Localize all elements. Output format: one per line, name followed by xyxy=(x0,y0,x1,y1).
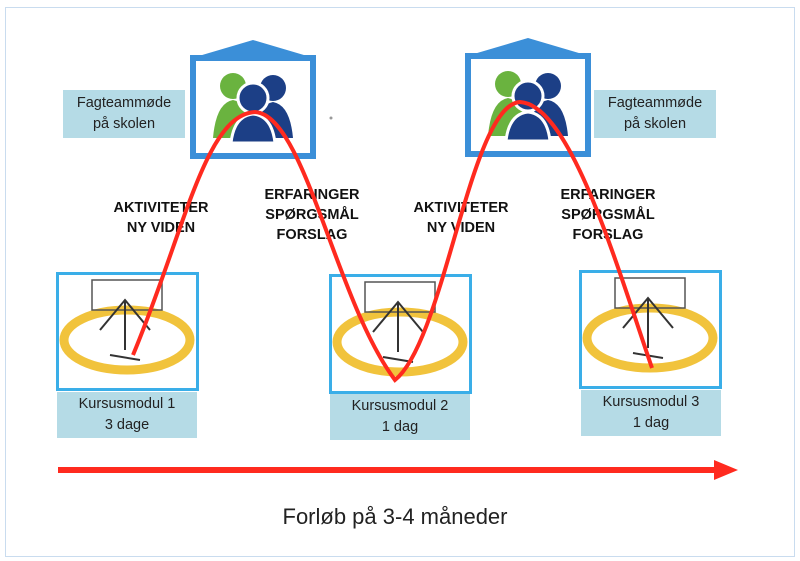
module-name: Kursusmodul 1 xyxy=(78,396,176,412)
meeting-label-line: Fagteammøde xyxy=(76,95,172,111)
phase-line: NY VIDEN xyxy=(426,220,496,236)
meeting-label: Fagteammøde på skolen xyxy=(594,90,716,138)
module-duration: 1 dag xyxy=(632,415,670,431)
phase-text: AKTIVITETER NY VIDEN xyxy=(413,198,508,238)
wave-line xyxy=(131,99,654,383)
phase-line: ERFARINGER xyxy=(560,187,656,203)
phase-line: SPØRGSMÅL xyxy=(265,207,359,223)
meeting-label-line: Fagteammøde xyxy=(607,95,703,111)
timeline-arrow-head xyxy=(714,460,738,480)
school-team-icon xyxy=(190,40,316,159)
timeline-caption: Forløb på 3-4 måneder xyxy=(282,504,508,529)
module-label: Kursusmodul 1 3 dage xyxy=(57,392,197,438)
meeting-label-line: på skolen xyxy=(92,116,156,132)
meeting-label: Fagteammøde på skolen xyxy=(63,90,185,138)
dot xyxy=(329,116,333,120)
phase-line: AKTIVITETER xyxy=(413,200,509,216)
course-group-illustration xyxy=(332,281,468,377)
module-duration: 3 dage xyxy=(104,417,150,433)
module-name: Kursusmodul 2 xyxy=(351,398,449,414)
course-group-illustration xyxy=(59,279,195,375)
diagram-frame xyxy=(5,7,795,557)
module-label: Kursusmodul 3 1 dag xyxy=(581,390,721,436)
module-duration: 1 dag xyxy=(381,419,419,435)
phase-line: SPØRGSMÅL xyxy=(561,207,655,223)
module-label: Kursusmodul 2 1 dag xyxy=(330,394,470,440)
meeting-label-line: på skolen xyxy=(623,116,687,132)
module-name: Kursusmodul 3 xyxy=(602,394,700,410)
